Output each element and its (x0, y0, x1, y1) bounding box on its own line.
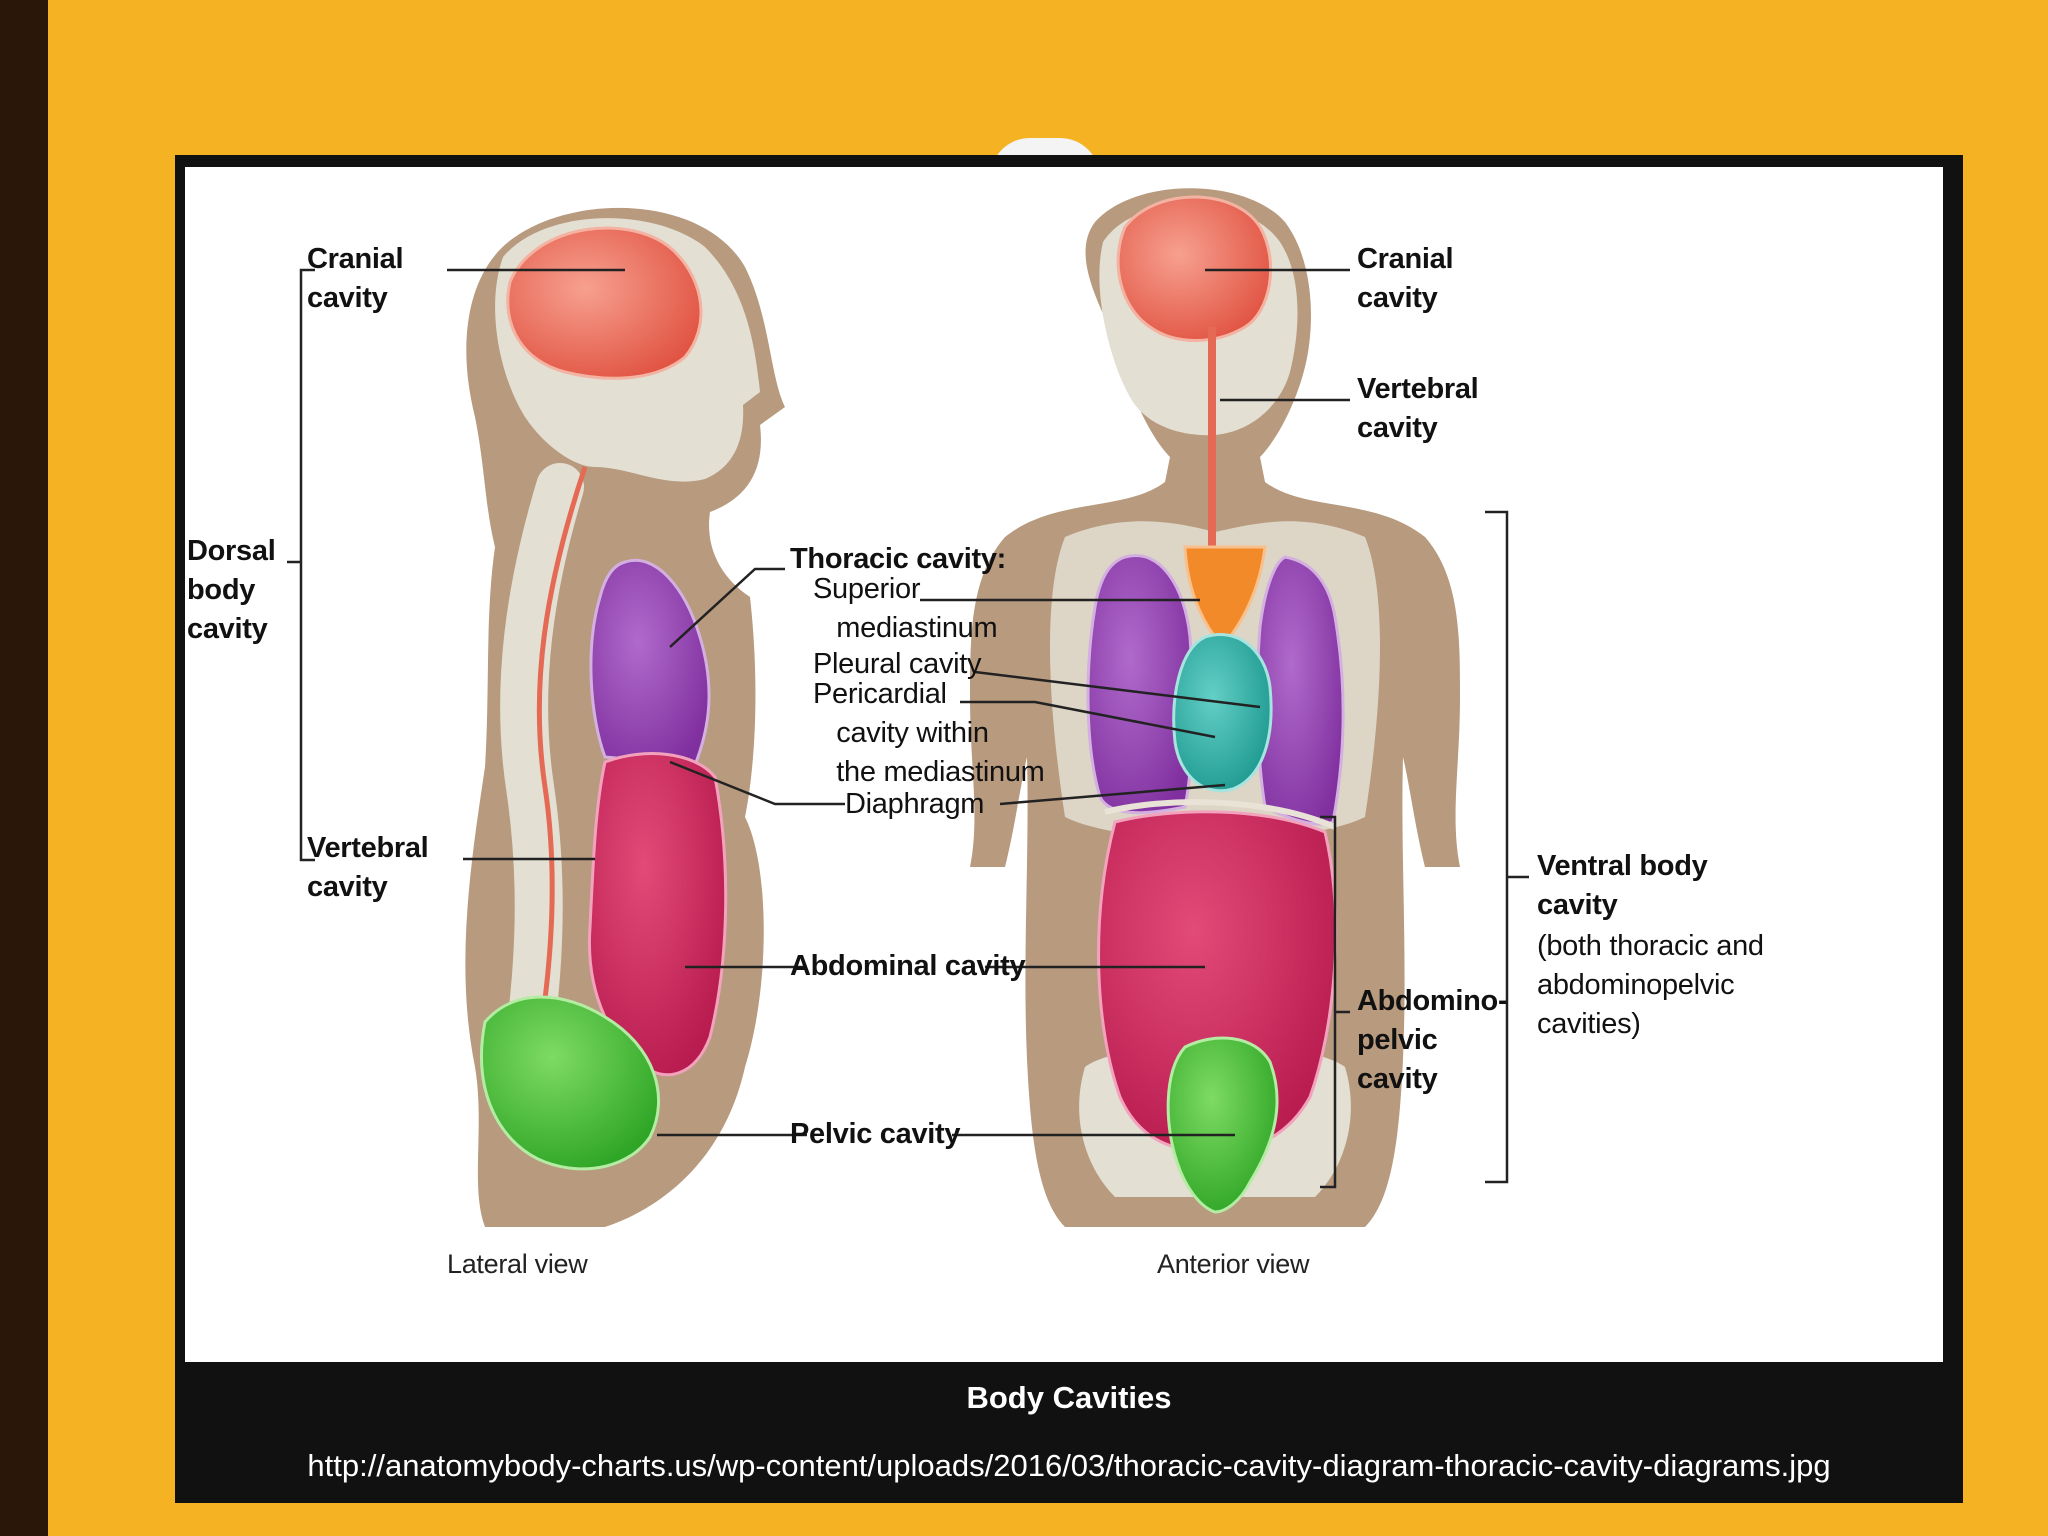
abdominal-cavity-label: Abdominal cavity (790, 950, 1026, 982)
anterior-vertebral-label: Vertebral cavity (1357, 373, 1479, 444)
anterior-right-lung (1255, 555, 1345, 826)
diaphragm-label: Diaphragm (845, 788, 985, 820)
anterior-vertebral-canal (1208, 327, 1216, 567)
lateral-pelvic-cavity (480, 995, 661, 1171)
lateral-cranial-label: Cranial cavity (307, 243, 404, 314)
pleural-cavity-label: Pleural cavity (813, 648, 982, 680)
lateral-vertebral-label: Vertebral cavity (307, 832, 429, 903)
thoracic-cavity-label: Thoracic cavity: (790, 543, 1007, 575)
anterior-abdominal-cavity (1097, 810, 1338, 1154)
ventral-body-cavity-label: Ventral body cavity (1537, 850, 1708, 921)
anterior-cranial-label: Cranial cavity (1357, 243, 1454, 314)
leader-lines (287, 268, 1529, 1189)
lateral-vertebral-canal (527, 466, 588, 1098)
left-accent-bar (0, 0, 48, 1536)
anterior-view-label: Anterior view (1157, 1249, 1310, 1279)
lateral-cranial-cavity (506, 226, 703, 380)
abdominopelvic-bracket (1320, 815, 1350, 1189)
body-cavities-figure: Cranial cavity Dorsal body cavity Verteb… (185, 167, 1943, 1362)
anatomy-illustration (287, 188, 1529, 1228)
lateral-view-label: Lateral view (447, 1249, 588, 1279)
superior-mediastinum-label: Superior mediastinum (813, 573, 998, 644)
anterior-left-lung (1086, 554, 1195, 815)
caption-title: Body Cavities (966, 1380, 1172, 1415)
anterior-cranial-cavity (1116, 195, 1273, 342)
pelvic-cavity-label: Pelvic cavity (790, 1118, 961, 1150)
anterior-pericardial-cavity (1172, 632, 1273, 793)
pericardial-cavity-label: Pericardial cavity within the mediastinu… (813, 678, 1045, 788)
ventral-body-cavity-note: (both thoracic and abdominopelvic caviti… (1537, 930, 1764, 1040)
lateral-body (465, 207, 785, 1228)
dorsal-body-cavity-label: Dorsal body cavity (187, 535, 276, 645)
abdominopelvic-cavity-label: Abdomino- pelvic cavity (1357, 985, 1508, 1095)
dorsal-bracket (287, 268, 315, 862)
slide-image-frame: Cranial cavity Dorsal body cavity Verteb… (175, 155, 1963, 1503)
lateral-abdominal-cavity (587, 752, 728, 1077)
ventral-bracket (1485, 510, 1529, 1184)
caption-source-url: http://anatomybody-charts.us/wp-content/… (307, 1448, 1831, 1483)
anterior-diaphragm (1104, 799, 1337, 830)
